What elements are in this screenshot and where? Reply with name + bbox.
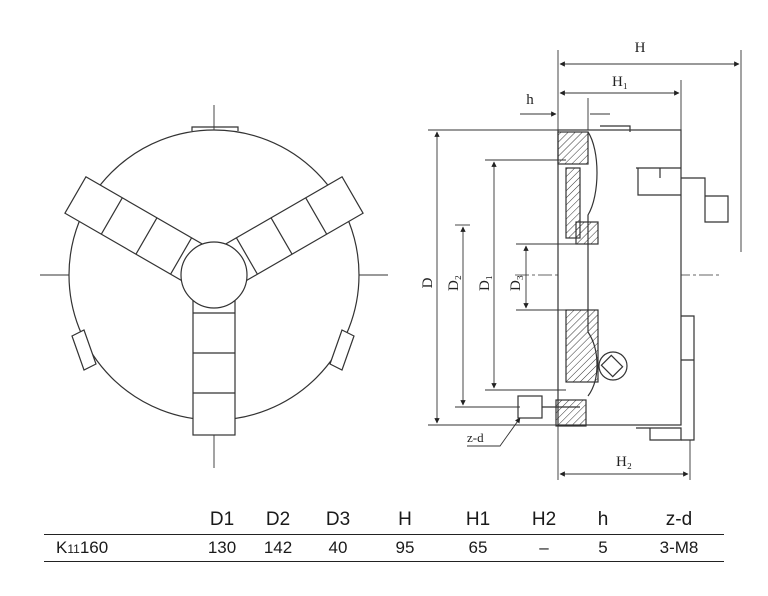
model-prefix: K: [56, 538, 68, 557]
side-key-square: [600, 354, 624, 378]
flange-profile: [587, 131, 598, 397]
header-H: H: [398, 509, 412, 530]
cell-H2: –: [539, 538, 549, 557]
cell-model: K11160: [44, 535, 194, 562]
label-h: h: [526, 92, 534, 108]
header-D1: D1: [209, 509, 235, 530]
zd-leader: [467, 417, 521, 447]
header-H1: H1: [465, 509, 491, 530]
cell-D1: 130: [207, 538, 237, 557]
label-D1: D₁: [477, 275, 493, 291]
flange-section-upper: [565, 167, 581, 239]
top-notch: [600, 125, 631, 132]
side-key-socket: [598, 351, 628, 381]
flange-section-top: [557, 131, 589, 165]
cell-D2: 142: [263, 538, 293, 557]
left-key-slot: [71, 329, 97, 371]
right-key-slot: [329, 329, 355, 371]
bolt-head: [517, 395, 543, 419]
center-bore: [180, 241, 248, 309]
flange-section-lower: [565, 309, 599, 383]
side-view: [515, 125, 729, 441]
cell-H: 95: [395, 538, 415, 557]
front-view: [40, 105, 388, 468]
header-D3: D3: [325, 509, 351, 530]
header-model: [44, 506, 194, 535]
dimension-lines: [428, 50, 742, 480]
spec-header-row: D1 D2 D3 H H1 H2 h z-d: [44, 506, 724, 535]
jaw-step-profile: [636, 167, 729, 223]
cell-h: 5: [598, 538, 608, 557]
chuck-technical-drawing: H H₁ h D D₂ D₁ D₃ z-d H₂: [40, 40, 742, 480]
model-subscript: 11: [67, 542, 80, 556]
label-H2: H₂: [616, 454, 632, 470]
flange-section-mid: [575, 221, 599, 245]
top-key-slot: [191, 126, 239, 131]
cell-H1: 65: [468, 538, 488, 557]
bottom-fitting: [636, 427, 682, 441]
flange-section-bottom: [555, 399, 587, 427]
model-suffix: 160: [79, 538, 109, 557]
label-D3: D₃: [508, 275, 524, 291]
header-h: h: [597, 509, 609, 530]
label-D: D: [420, 277, 436, 288]
cell-zd: 3-M8: [659, 538, 699, 557]
label-D2: D₂: [446, 275, 462, 291]
right-fitting: [681, 315, 695, 441]
header-H2: H2: [531, 509, 557, 530]
header-D2: D2: [265, 509, 291, 530]
cell-D3: 40: [328, 538, 348, 557]
header-zd: z-d: [665, 509, 693, 530]
label-H1: H₁: [612, 74, 628, 90]
table-row: K11160 130 142 40 95 65 – 5 3-M8: [44, 534, 724, 562]
spec-table: D1 D2 D3 H H1 H2 h z-d K11160 130 142 40…: [44, 506, 724, 562]
label-H: H: [635, 40, 646, 56]
jaw-bottom: [192, 274, 236, 436]
label-zd: z-d: [467, 430, 484, 445]
